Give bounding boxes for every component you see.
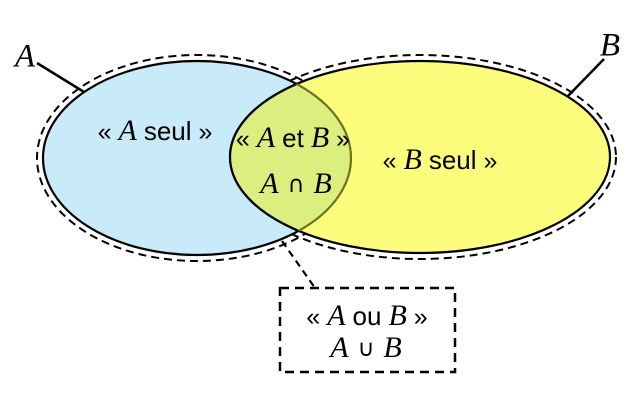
guillemet-close: »: [336, 125, 351, 153]
intersection-region: [228, 61, 351, 255]
set-b-label: B: [599, 27, 621, 64]
intersection-formula: A ∩ B: [260, 169, 332, 199]
guillemet-open: «: [235, 125, 250, 153]
guillemet-open: «: [306, 303, 321, 331]
set-b-letter: B: [383, 331, 402, 364]
intersection-arc: [230, 61, 353, 253]
set-b-letter: B: [310, 121, 330, 154]
set-a-label: A: [14, 38, 36, 75]
guillemet-open: «: [382, 147, 397, 175]
set-a-letter: A: [256, 121, 276, 154]
set-a-region-label: « A seul »: [98, 116, 213, 146]
set-a-letter: A: [260, 167, 279, 200]
union-caption: « A ou B »: [306, 301, 427, 331]
set-a-pointer-line: [36, 61, 85, 94]
set-a-letter: A: [118, 114, 137, 147]
union-connector-line: [281, 240, 316, 289]
guillemet-close: »: [198, 118, 213, 146]
guillemet-close: »: [413, 303, 428, 331]
set-b-letter: B: [599, 27, 621, 64]
guillemet-close: »: [483, 147, 498, 175]
guillemet-open: «: [97, 118, 112, 146]
set-b-letter: B: [403, 143, 422, 176]
intersection-operator: ∩: [287, 172, 305, 198]
word-seul: seul: [428, 145, 477, 175]
set-b-letter: B: [313, 167, 332, 200]
set-a-letter: A: [327, 299, 346, 332]
intersection-caption: « A et B »: [236, 123, 350, 153]
set-b-region-label: « B seul »: [383, 145, 498, 175]
set-b-letter: B: [388, 299, 407, 332]
word-ou: ou: [352, 301, 382, 331]
set-a-letter: A: [14, 38, 36, 75]
union-box-rect: [278, 286, 457, 374]
union-operator: ∪: [357, 336, 375, 362]
union-formula: A ∪ B: [330, 333, 402, 363]
set-a-letter: A: [330, 331, 349, 364]
word-seul: seul: [143, 116, 192, 146]
set-b-pointer-line: [566, 58, 605, 98]
word-et: et: [282, 123, 304, 153]
union-dashed-outline-b: [223, 54, 617, 260]
